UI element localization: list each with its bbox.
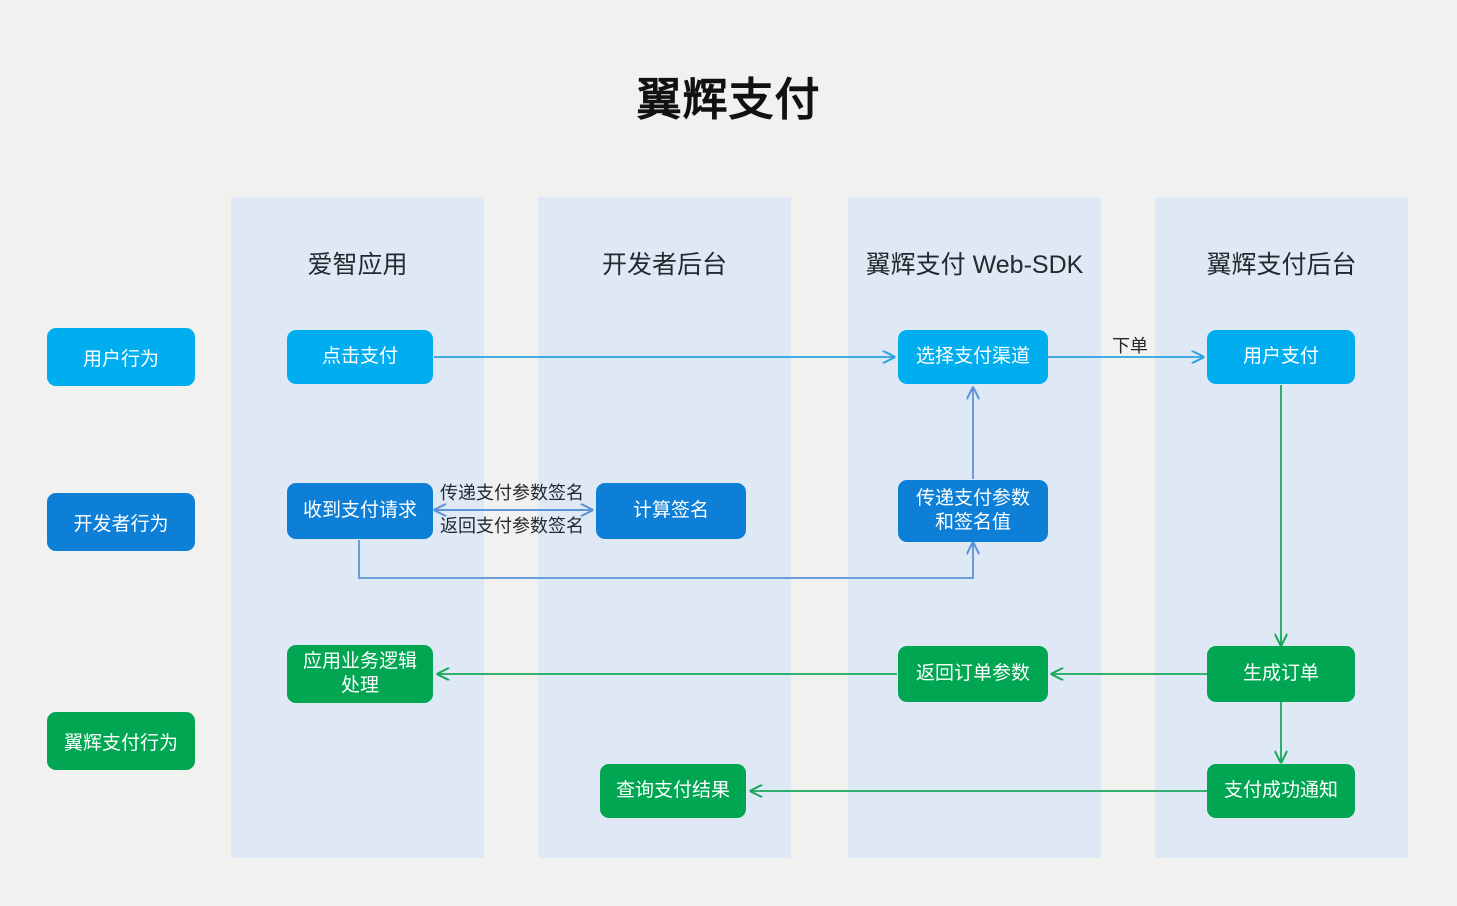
node-app-logic[interactable]: 应用业务逻辑 处理 [287,645,433,703]
edge-label-place-order: 下单 [1112,336,1148,356]
node-user-pay[interactable]: 用户支付 [1207,330,1355,384]
legend-payment-action[interactable]: 翼辉支付行为 [47,712,195,770]
lane-header-app: 爱智应用 [307,251,408,279]
legend-user-action[interactable]: 用户行为 [47,328,195,386]
node-pay-success[interactable]: 支付成功通知 [1207,764,1355,818]
node-select-channel[interactable]: 选择支付渠道 [898,330,1048,384]
node-query-result[interactable]: 查询支付结果 [600,764,746,818]
node-click-pay[interactable]: 点击支付 [287,330,433,384]
edge-label-send-sign: 传递支付参数签名 [440,483,584,503]
lane-header-backend: 翼辉支付后台 [1206,251,1357,279]
swimlane-band-4 [1155,197,1408,858]
lane-header-websdk: 翼辉支付 Web-SDK [865,251,1084,279]
node-pass-params[interactable]: 传递支付参数 和签名值 [898,480,1048,542]
legend-developer-action[interactable]: 开发者行为 [47,493,195,551]
node-compute-sign[interactable]: 计算签名 [596,483,746,539]
node-receive-request[interactable]: 收到支付请求 [287,483,433,539]
node-create-order[interactable]: 生成订单 [1207,646,1355,702]
node-return-order[interactable]: 返回订单参数 [898,646,1048,702]
lane-header-developer: 开发者后台 [601,251,727,279]
edge-label-return-sign: 返回支付参数签名 [440,516,584,536]
page-title: 翼辉支付 [636,74,821,125]
